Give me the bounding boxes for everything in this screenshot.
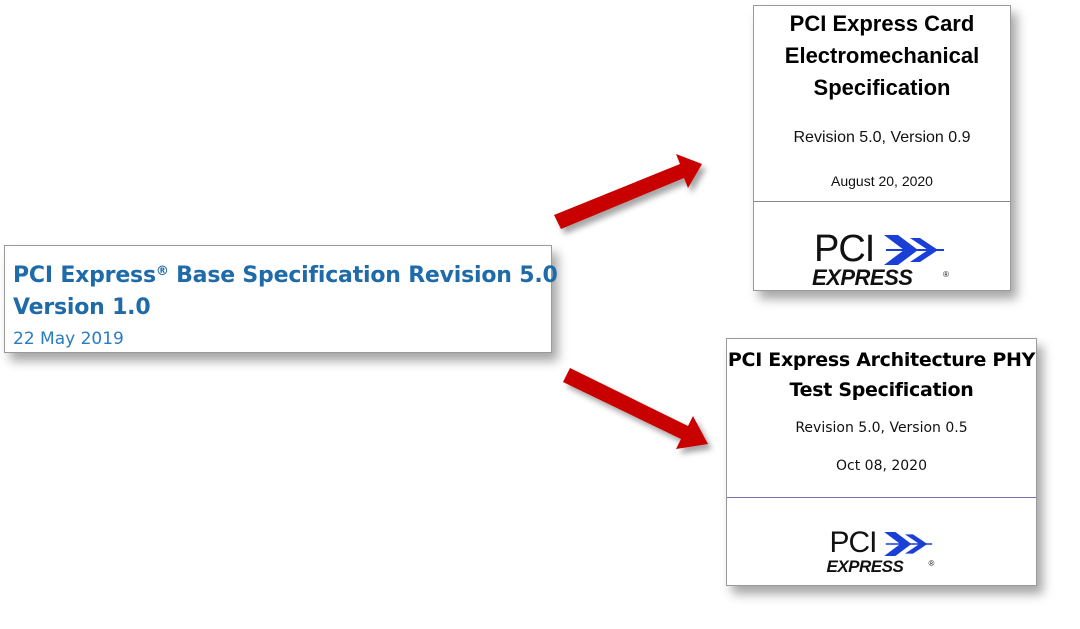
phy-spec-card: PCI Express Architecture PHY Test Specif… — [726, 338, 1037, 586]
phy-spec-date: Oct 08, 2020 — [836, 458, 927, 474]
logo-express-text: EXPRESS — [826, 557, 904, 576]
logo-express-text: EXPRESS — [812, 265, 913, 290]
base-spec-version: Version 1.0 — [13, 295, 151, 320]
base-spec-title: PCI Express® Base Specification Revision… — [13, 263, 558, 288]
registered-mark: ® — [155, 264, 169, 279]
logo-registered-mark: ® — [943, 270, 949, 279]
cem-spec-title: PCI Express Card Electromechanical Speci… — [784, 11, 980, 100]
chevron-icon — [883, 532, 932, 556]
logo-registered-mark: ® — [928, 559, 935, 568]
logo-pci-text: PCI — [814, 228, 875, 270]
arrow-to-cem — [554, 154, 702, 229]
phy-spec-header: PCI Express Architecture PHY Test Specif… — [727, 339, 1036, 498]
phy-spec-revision: Revision 5.0, Version 0.5 — [795, 420, 968, 436]
chevron-icon — [884, 235, 944, 265]
cem-spec-header: PCI Express Card Electromechanical Speci… — [754, 6, 1010, 202]
base-spec-date: 22 May 2019 — [13, 329, 124, 349]
cem-spec-card: PCI Express Card Electromechanical Speci… — [753, 5, 1011, 291]
arrow-to-phy — [563, 368, 708, 449]
cem-spec-revision: Revision 5.0, Version 0.9 — [793, 129, 971, 146]
cem-spec-date: August 20, 2020 — [831, 173, 933, 189]
pci-express-logo: PCI EXPRESS ® — [812, 229, 952, 289]
phy-spec-title: PCI Express Architecture PHY Test Specif… — [727, 349, 1036, 401]
pci-express-logo: PCI EXPRESS ® — [826, 526, 937, 576]
logo-pci-text: PCI — [829, 526, 878, 559]
base-spec-card: PCI Express® Base Specification Revision… — [4, 245, 558, 353]
